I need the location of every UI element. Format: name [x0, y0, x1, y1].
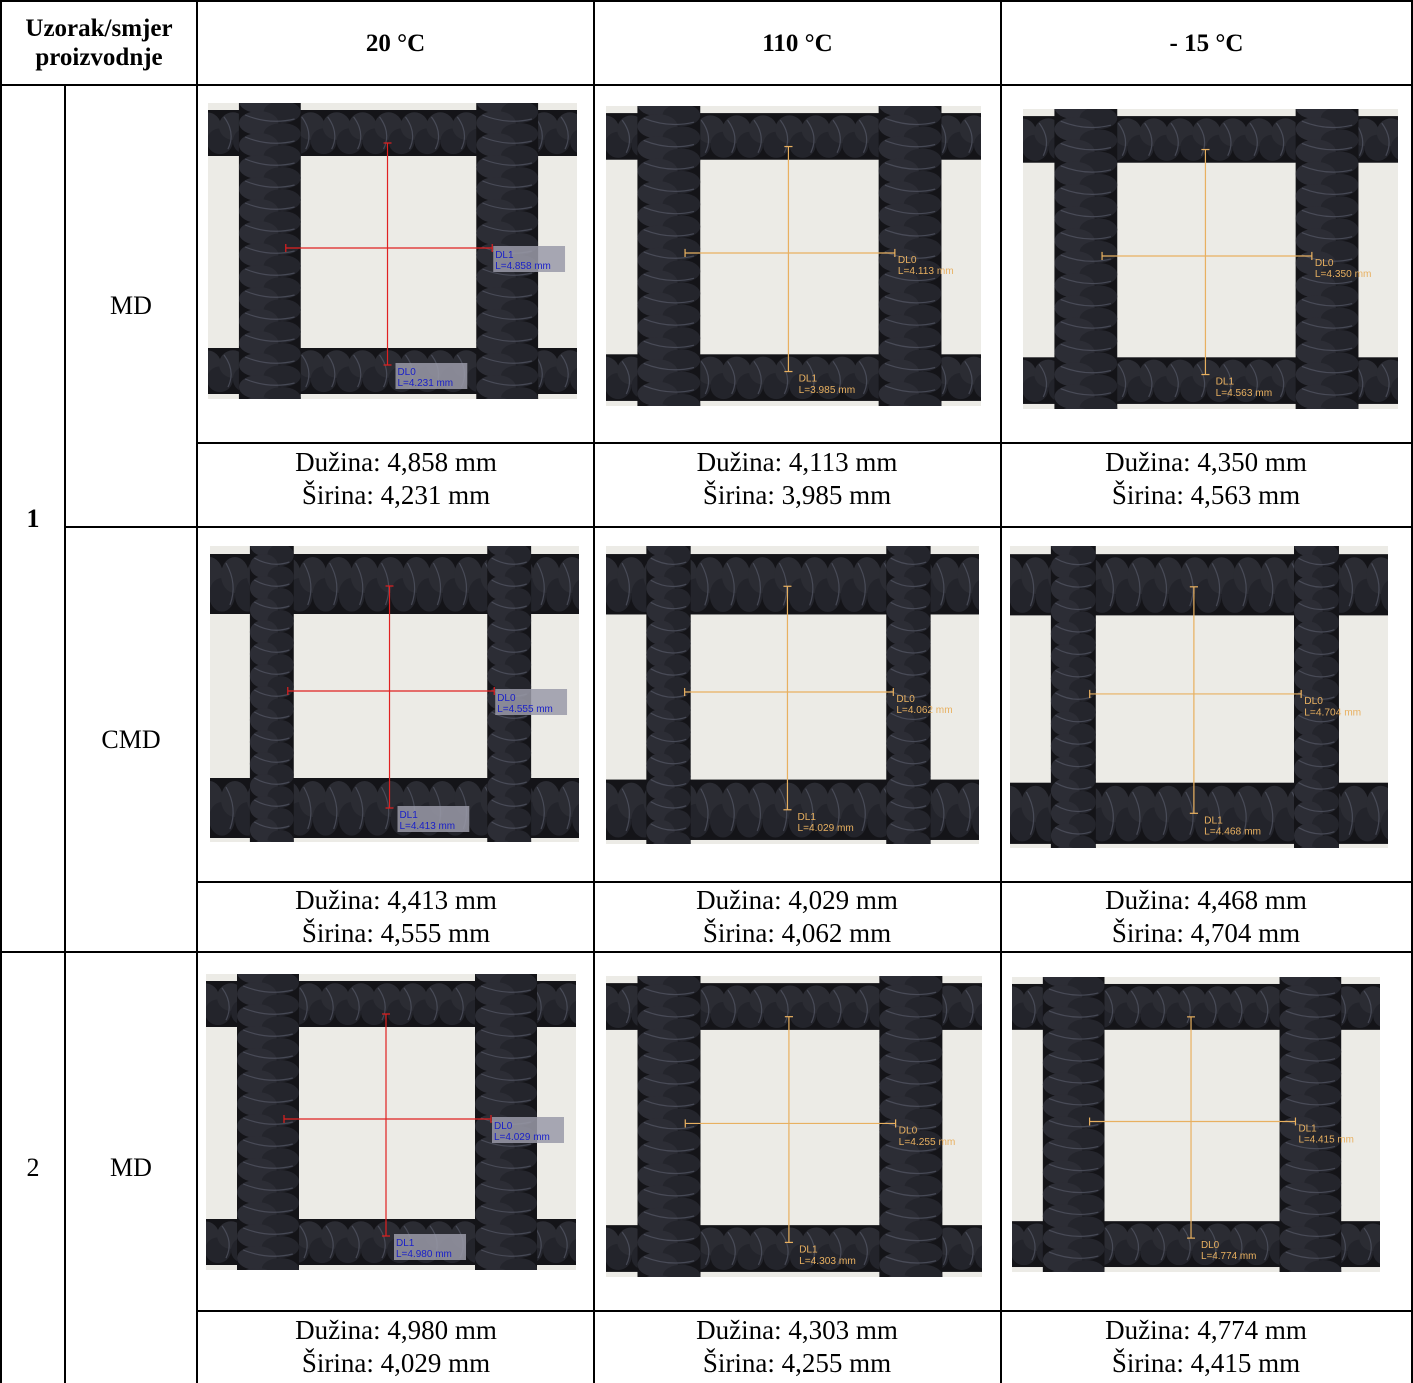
caption-r1-c0: Dužina: 4,413 mm Širina: 4,555 mm — [194, 884, 598, 950]
sample-2-label: 2 — [26, 1153, 40, 1182]
caption-r1-c1: Dužina: 4,029 mm Širina: 4,062 mm — [595, 884, 999, 950]
row1-cmd-image-divider — [197, 881, 1413, 883]
length-value: Dužina: 4,350 mm — [1105, 447, 1307, 477]
svg-text:DL0: DL0 — [1315, 258, 1334, 269]
svg-text:L=4.563 mm: L=4.563 mm — [1216, 388, 1273, 399]
svg-text:L=4.062 mm: L=4.062 mm — [896, 705, 952, 716]
direction-cmd-label: CMD — [101, 724, 161, 754]
svg-text:DL1: DL1 — [1216, 377, 1235, 388]
width-value: Širina: 4,231 mm — [301, 480, 491, 510]
caption-r0-c1: Dužina: 4,113 mm Širina: 3,985 mm — [595, 446, 999, 512]
caption-r1-c2: Dužina: 4,468 mm Širina: 4,704 mm — [1004, 884, 1408, 950]
caption-r0-c0: Dužina: 4,858 mm Širina: 4,231 mm — [194, 446, 598, 512]
svg-text:L=4.555 mm: L=4.555 mm — [497, 704, 553, 715]
header-temp-20: 20 °C — [365, 29, 426, 57]
width-value: Širina: 4,704 mm — [1111, 918, 1301, 948]
length-value: Dužina: 4,774 mm — [1105, 1315, 1307, 1345]
svg-text:DL0: DL0 — [494, 1121, 513, 1132]
header-bottom-border — [0, 84, 1413, 86]
svg-text:DL1: DL1 — [798, 812, 817, 823]
svg-text:DL1: DL1 — [1204, 816, 1223, 827]
svg-text:L=3.985 mm: L=3.985 mm — [799, 385, 856, 396]
caption-r0-c2: Dužina: 4,350 mm Širina: 4,563 mm — [1004, 446, 1408, 512]
width-value: Širina: 4,563 mm — [1111, 480, 1301, 510]
label-column-divider — [196, 0, 198, 1383]
caption-r2-c2: Dužina: 4,774 mm Širina: 4,415 mm — [1004, 1314, 1408, 1380]
svg-text:L=4.231 mm: L=4.231 mm — [397, 378, 453, 389]
svg-text:L=4.113 mm: L=4.113 mm — [898, 266, 954, 277]
row1-row2-divider — [0, 951, 1413, 953]
svg-text:L=4.415 mm: L=4.415 mm — [1298, 1134, 1353, 1145]
svg-text:DL0: DL0 — [898, 255, 917, 266]
svg-text:DL0: DL0 — [497, 693, 516, 704]
svg-text:DL0: DL0 — [896, 694, 915, 705]
svg-text:L=4.413 mm: L=4.413 mm — [399, 821, 455, 832]
row1-md-image-divider — [197, 442, 1413, 444]
svg-text:L=4.858 mm: L=4.858 mm — [495, 261, 551, 272]
width-value: Širina: 3,985 mm — [702, 480, 892, 510]
svg-text:L=4.704 mm: L=4.704 mm — [1304, 707, 1361, 718]
svg-text:L=4.774 mm: L=4.774 mm — [1201, 1251, 1256, 1262]
col-20-110-divider — [593, 0, 595, 1383]
svg-text:DL1: DL1 — [799, 374, 818, 385]
row2-md-image-divider — [197, 1310, 1413, 1312]
row1-md-cmd-divider — [64, 526, 1413, 528]
svg-text:DL1: DL1 — [495, 250, 514, 261]
length-value: Dužina: 4,413 mm — [295, 885, 497, 915]
svg-text:DL1: DL1 — [799, 1245, 818, 1256]
caption-r2-c0: Dužina: 4,980 mm Širina: 4,029 mm — [194, 1314, 598, 1380]
header-temp-minus15: - 15 °C — [1169, 29, 1244, 57]
direction-md-1-label: MD — [110, 291, 152, 320]
width-value: Širina: 4,062 mm — [702, 918, 892, 948]
svg-text:L=4.029 mm: L=4.029 mm — [494, 1132, 550, 1143]
width-value: Širina: 4,029 mm — [301, 1348, 491, 1378]
width-value: Širina: 4,415 mm — [1111, 1348, 1301, 1378]
width-value: Širina: 4,255 mm — [702, 1348, 892, 1378]
svg-text:DL0: DL0 — [397, 367, 416, 378]
caption-r2-c1: Dužina: 4,303 mm Širina: 4,255 mm — [595, 1314, 999, 1380]
length-value: Dužina: 4,858 mm — [295, 447, 497, 477]
svg-text:DL1: DL1 — [396, 1238, 415, 1249]
sample-1-label: 1 — [26, 503, 40, 533]
svg-text:DL0: DL0 — [1304, 696, 1323, 707]
svg-text:DL0: DL0 — [899, 1126, 918, 1137]
col-110-minus15-divider — [1000, 0, 1002, 1383]
length-value: Dužina: 4,468 mm — [1105, 885, 1307, 915]
width-value: Širina: 4,555 mm — [301, 918, 491, 948]
svg-text:DL1: DL1 — [1298, 1123, 1317, 1134]
length-value: Dužina: 4,029 mm — [696, 885, 898, 915]
svg-text:L=4.468 mm: L=4.468 mm — [1204, 827, 1261, 838]
length-value: Dužina: 4,303 mm — [696, 1315, 898, 1345]
length-value: Dužina: 4,980 mm — [295, 1315, 497, 1345]
direction-md-2-label: MD — [110, 1153, 152, 1182]
header-sample-direction-line2: proizvodnje — [35, 44, 163, 71]
svg-text:DL1: DL1 — [399, 810, 418, 821]
table-border-right — [1411, 0, 1413, 1383]
header-sample-direction-line1: Uzorak/smjer — [25, 15, 173, 42]
header-sample-direction: Uzorak/smjer proizvodnje — [2, 2, 196, 84]
table-border-top — [0, 0, 1413, 2]
svg-text:L=4.350 mm: L=4.350 mm — [1315, 269, 1372, 280]
svg-text:L=4.303 mm: L=4.303 mm — [799, 1256, 856, 1267]
length-value: Dužina: 4,113 mm — [696, 447, 898, 477]
header-temp-110: 110 °C — [762, 29, 833, 57]
sample-direction-divider — [64, 85, 66, 1383]
svg-text:L=4.029 mm: L=4.029 mm — [798, 823, 854, 834]
svg-text:L=4.255 mm: L=4.255 mm — [899, 1137, 956, 1148]
svg-text:DL0: DL0 — [1201, 1240, 1220, 1251]
table-border-left — [0, 0, 2, 1383]
svg-text:L=4.980 mm: L=4.980 mm — [396, 1249, 452, 1260]
